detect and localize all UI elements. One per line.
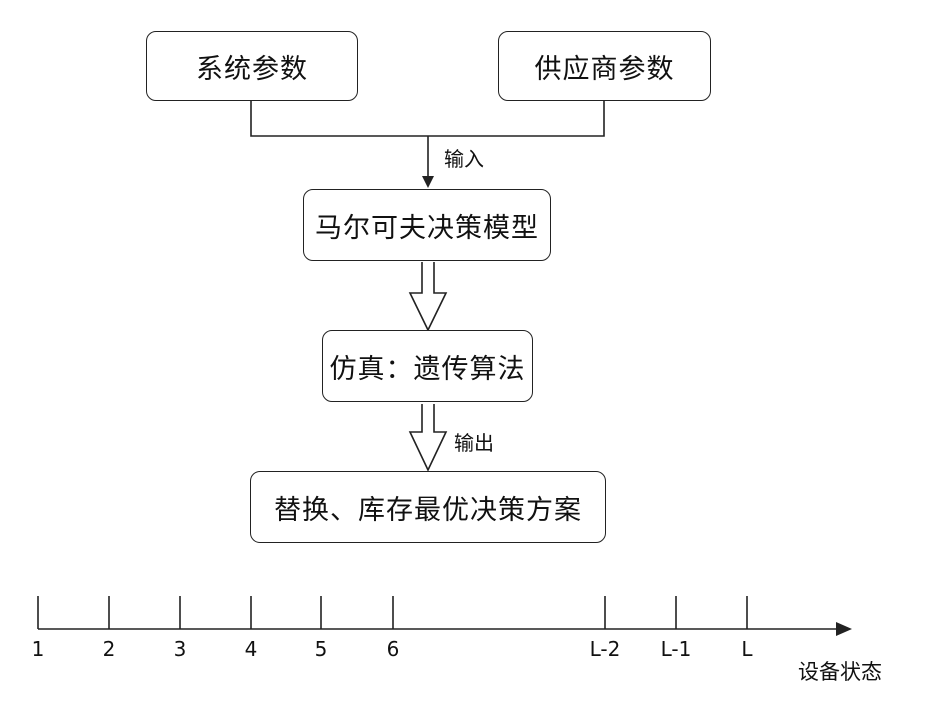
optimal-plan-label: 替换、库存最优决策方案 [274, 488, 582, 527]
axis-tick-label: 5 [315, 637, 328, 661]
axis-tick-label: L-2 [590, 637, 621, 661]
markov-model-box: 马尔可夫决策模型 [303, 189, 551, 261]
axis-tick-marks [38, 596, 747, 629]
axis-title: 设备状态 [798, 656, 882, 686]
hollow-arrow-2 [410, 404, 446, 470]
axis-tick-label: 3 [174, 637, 187, 661]
axis-tick-label: 4 [245, 637, 258, 661]
output-label: 输出 [454, 427, 494, 456]
hollow-arrow-1 [410, 262, 446, 330]
system-params-box: 系统参数 [146, 31, 358, 101]
merge-connector [251, 100, 604, 136]
state-axis-arrow [836, 622, 852, 636]
optimal-plan-box: 替换、库存最优决策方案 [250, 471, 606, 543]
axis-tick-label: L [741, 637, 752, 661]
input-arrow-head [422, 176, 434, 188]
markov-model-label: 马尔可夫决策模型 [315, 206, 539, 245]
system-params-label: 系统参数 [196, 47, 308, 86]
simulation-box: 仿真：遗传算法 [322, 330, 533, 402]
axis-tick-label: 1 [32, 637, 45, 661]
input-label: 输入 [444, 143, 484, 172]
simulation-label: 仿真：遗传算法 [330, 347, 526, 386]
supplier-params-box: 供应商参数 [498, 31, 711, 101]
supplier-params-label: 供应商参数 [535, 47, 675, 86]
axis-tick-label: 2 [103, 637, 116, 661]
axis-tick-label: L-1 [661, 637, 692, 661]
axis-tick-label: 6 [387, 637, 400, 661]
